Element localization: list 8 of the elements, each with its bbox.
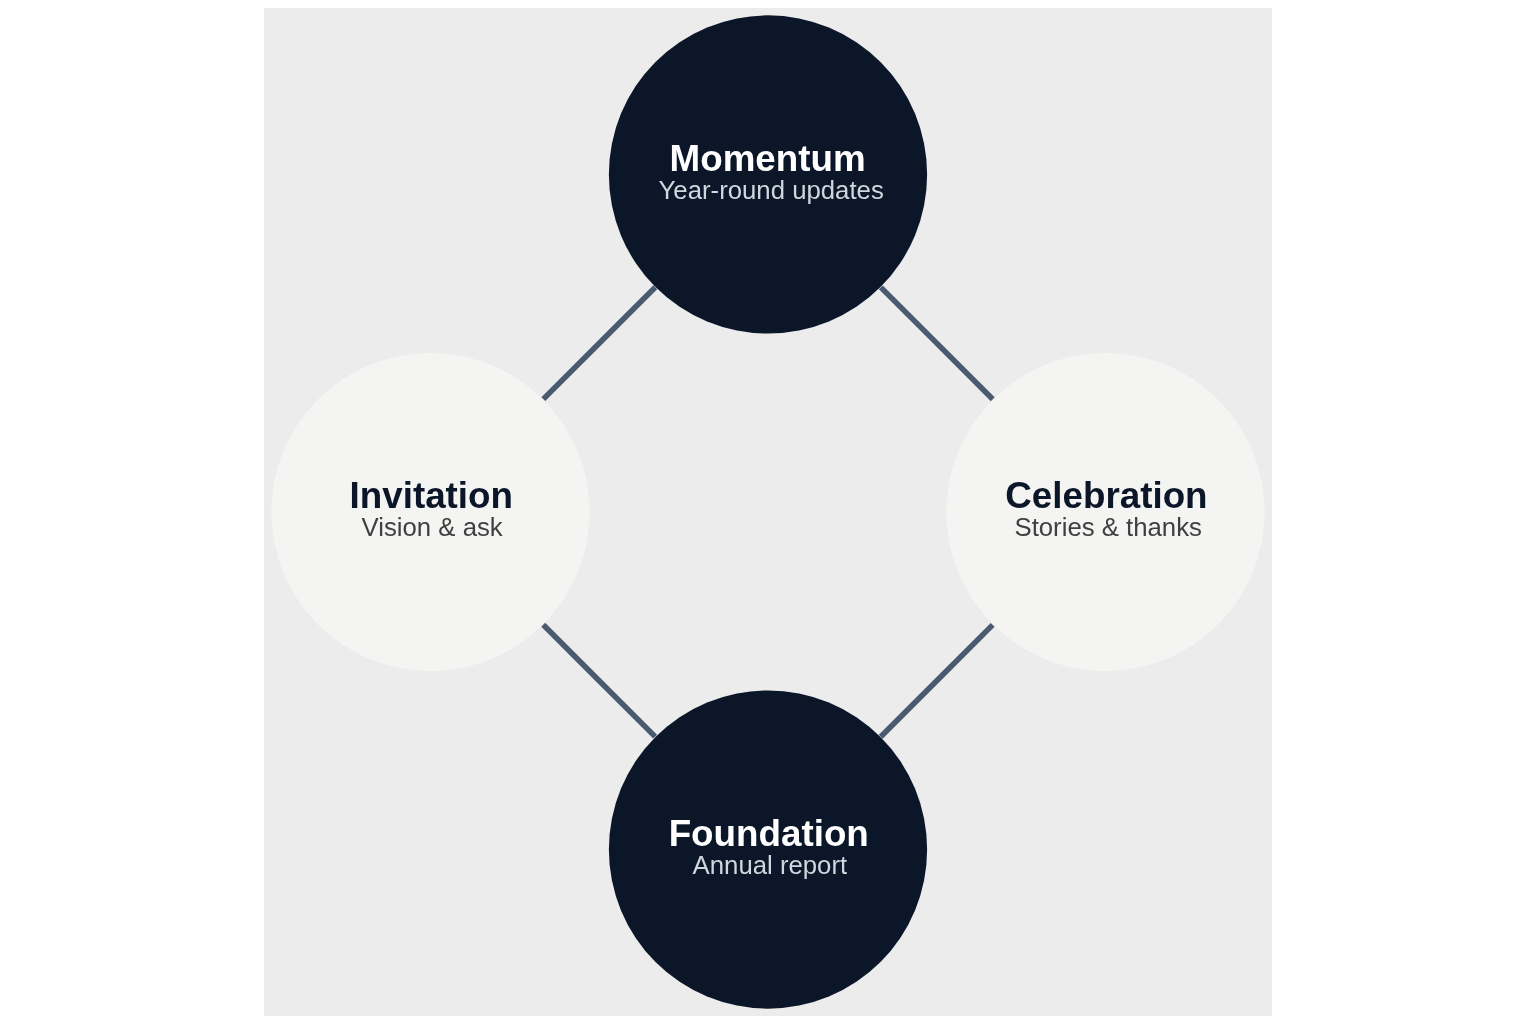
connector [878, 622, 995, 739]
node-circle: Foundation Annual report [608, 690, 928, 1009]
connector [541, 622, 658, 739]
node-circle: Celebration Stories & thanks [946, 352, 1265, 672]
node-circle: Momentum Year-round updates [608, 15, 928, 334]
node-circle: Invitation Vision & ask [271, 352, 590, 672]
connector [541, 285, 658, 402]
connector [878, 285, 995, 402]
